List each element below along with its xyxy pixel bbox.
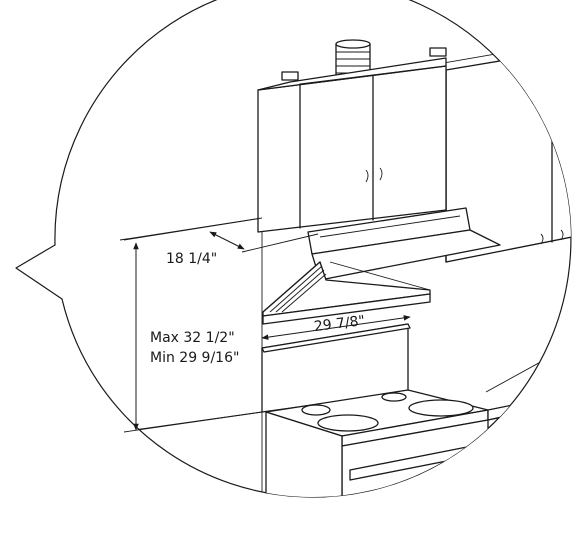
mounting-brackets xyxy=(281,47,447,81)
width-label: 29 7/8" xyxy=(313,313,366,335)
width-dimension: 29 7/8" xyxy=(261,313,411,340)
depth-label: 18 1/4" xyxy=(166,251,217,267)
callout-bubble xyxy=(15,244,63,300)
upper-cabinet xyxy=(257,57,447,233)
stove-cooktop xyxy=(265,389,489,447)
kitchen-scene xyxy=(119,39,571,498)
height-min-label: Min 29 9/16" xyxy=(150,350,239,366)
height-max-label: Max 32 1/2" xyxy=(150,330,235,346)
height-dimension: Max 32 1/2" Min 29 9/16" xyxy=(123,217,263,433)
depth-dimension: 18 1/4" xyxy=(166,231,319,267)
